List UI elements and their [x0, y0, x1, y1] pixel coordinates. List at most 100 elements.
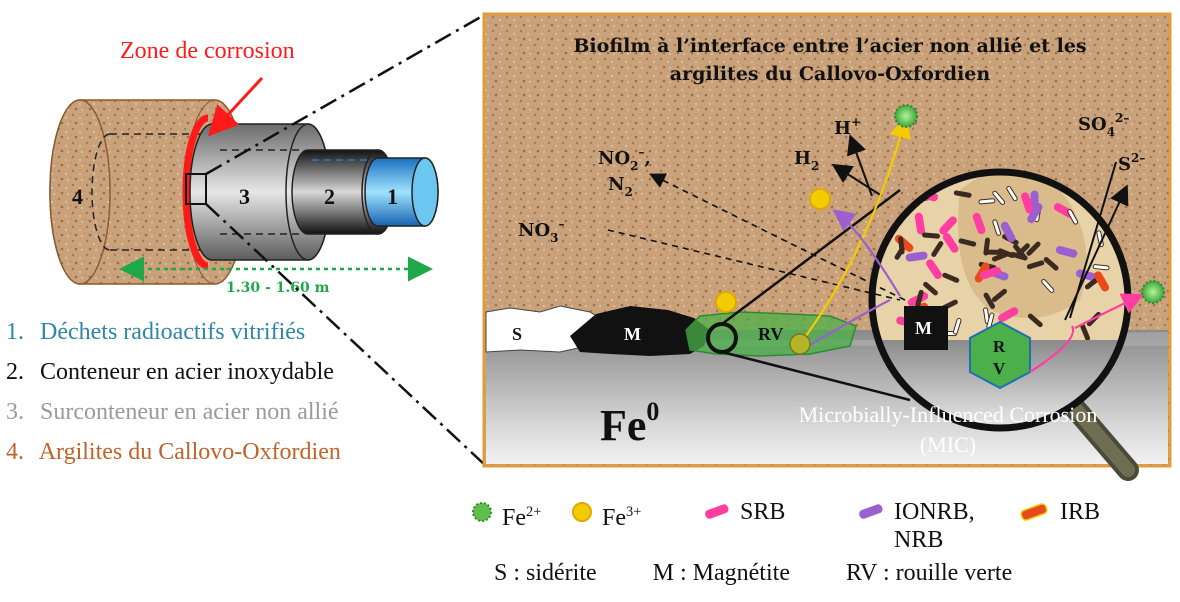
repository-cylinder [49, 99, 439, 285]
fe0-label: Fe0 [600, 397, 659, 450]
bacterium [1055, 245, 1078, 258]
no2-arrow [649, 173, 906, 301]
purple-arrow [807, 212, 901, 347]
hplus-label: H+ [834, 115, 861, 139]
bacterium [931, 241, 944, 257]
bacterium [1021, 192, 1034, 214]
h2-label: H2 [794, 148, 819, 173]
layer-label-1: 1 [387, 184, 398, 209]
bacterium [942, 272, 960, 283]
bacterium [1067, 209, 1079, 225]
hplus-arrow [847, 134, 873, 197]
legend-fe2: Fe2+ [470, 498, 541, 532]
magnetite-zoom-label: M [915, 318, 932, 338]
fe2-yellow-arrow [799, 115, 912, 345]
bacterium [992, 219, 1002, 236]
n2-label: N2 [608, 174, 633, 199]
fe3-dot-mid [809, 188, 831, 210]
zoom-box [185, 173, 207, 205]
bacterium [991, 251, 1010, 262]
bacterium [923, 281, 938, 296]
bacterium [1010, 251, 1028, 261]
fe2-legend-icon [472, 502, 492, 522]
bacterium [983, 292, 996, 309]
s2-label: S2– [1118, 151, 1145, 175]
green-rust-zoom-r: R [993, 337, 1006, 356]
layer-legend: 1. Déchets radioactifs vitrifiés 2. Cont… [6, 312, 341, 472]
magnetite-zoom-box [904, 306, 948, 350]
bacterium [898, 236, 905, 255]
green-rust-zoom-v: V [993, 359, 1006, 378]
abbr-green-rust: RV : rouille verte [845, 560, 1013, 586]
srb-legend-icon [705, 504, 729, 519]
bacterium [1027, 203, 1043, 224]
ionrb-legend-icon [859, 504, 883, 519]
bacterium [905, 251, 928, 262]
bacterium [1026, 241, 1041, 256]
legend-srb: SRB [702, 498, 785, 526]
bacterium [992, 190, 1006, 205]
abbr-magnetite: M : Magnétite [652, 560, 790, 586]
layer-label-3: 3 [239, 184, 250, 209]
layer-label-4: 4 [72, 184, 83, 209]
biofilm-title-line1: Biofilm à l’interface entre l’acier non … [573, 35, 1086, 57]
corrosion-zone-label: Zone de corrosion [120, 38, 295, 64]
abbr-siderite: S : sidérite [494, 560, 597, 586]
bacterium [1080, 323, 1091, 341]
legend-item-container: 2. Conteneur en acier inoxydable [6, 359, 334, 385]
biofilm-title-line2: argilites du Callovo-Oxfordien [670, 63, 991, 85]
mic-label-line1: Microbially-Influenced Corrosion [799, 402, 1098, 427]
bacterium [991, 288, 1008, 302]
bacterium [1006, 186, 1018, 202]
bacterium [1026, 260, 1045, 270]
fe3-dot-rv [789, 333, 811, 355]
fe2-dot-right [1141, 280, 1165, 304]
no3-label: NO3– [518, 217, 565, 245]
legend-item-clay: 4. Argilites du Callovo-Oxfordien [6, 439, 341, 465]
bacterium [972, 212, 986, 235]
bacterium [915, 289, 924, 308]
legend-item-overpack: 3. Surconteneur en acier non allié [6, 399, 339, 425]
abbreviations: S : sidérite M : Magnétite RV : rouille … [494, 560, 1012, 587]
bacterium [1000, 221, 1016, 243]
bacterium [979, 266, 1002, 280]
bacterium [983, 237, 990, 256]
so4-label: SO42– [1078, 111, 1129, 139]
bacterium [1041, 278, 1055, 293]
bacterium [922, 232, 940, 239]
species-legend: Fe2+ Fe3+ SRB IONRB,NRB IRB S : sidérite… [470, 498, 1170, 598]
s2-arrow [1064, 184, 1129, 321]
bacterium [1094, 271, 1110, 292]
legend-irb: IRB [1018, 498, 1100, 526]
irb-legend-icon [1020, 503, 1048, 521]
bacterium [926, 259, 942, 280]
siderite-label: S [512, 324, 522, 344]
bacterium [952, 317, 962, 335]
zoom-line-top [205, 12, 487, 176]
bacterium [1027, 313, 1043, 328]
h2-arrow [831, 163, 883, 197]
green-rust-hexagon [969, 320, 1031, 390]
bacterium [1092, 264, 1110, 271]
bacterium [978, 198, 996, 205]
bacterium [998, 307, 1019, 322]
legend-fe3: Fe3+ [570, 498, 641, 532]
bacterium [942, 233, 959, 253]
green-rust-deposit [685, 311, 857, 357]
bacterium [958, 238, 977, 247]
bacterium [939, 216, 957, 235]
corrosion-zone-arrow [207, 76, 264, 137]
bacterium [914, 212, 925, 235]
bacterium [1043, 257, 1059, 271]
layer-label-2: 2 [324, 184, 335, 209]
no2-label: NO2–, [598, 145, 651, 173]
legend-ionrb: IONRB,NRB [856, 498, 975, 554]
magnetite-deposit [570, 306, 710, 356]
mic-label-line2: (MIC) [920, 432, 976, 457]
pink-arrow [1029, 296, 1140, 373]
fe3-legend-icon [572, 502, 592, 522]
distance-label: 1.30 - 1.60 m [226, 280, 330, 296]
bacterium [953, 190, 972, 198]
fe3-dot-low [715, 291, 737, 313]
